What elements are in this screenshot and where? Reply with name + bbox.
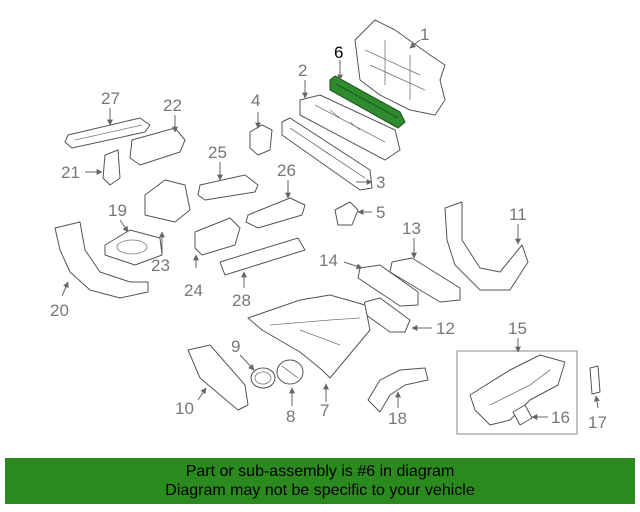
part-11-rear-rail[interactable]	[444, 201, 529, 291]
label-19: 19	[108, 201, 127, 220]
label-20: 20	[50, 301, 69, 320]
label-2: 2	[298, 61, 307, 80]
part-28-bar[interactable]	[219, 237, 306, 276]
part-8-plug[interactable]	[276, 359, 304, 385]
label-21: 21	[61, 163, 80, 182]
part-20-wheelhouse[interactable]	[54, 221, 149, 299]
label-18: 18	[388, 409, 407, 428]
label-27: 27	[101, 89, 120, 108]
part-5-bracket[interactable]	[334, 201, 359, 226]
part-3-cross-member[interactable]	[281, 117, 373, 191]
part-10-bracket[interactable]	[187, 344, 249, 411]
part-9-grommet[interactable]	[250, 367, 276, 389]
label-22: 22	[163, 96, 182, 115]
label-3: 3	[376, 173, 385, 192]
label-28: 28	[232, 291, 251, 310]
label-9: 9	[231, 337, 240, 356]
label-17: 17	[588, 413, 607, 432]
part-24-bracket[interactable]	[194, 217, 241, 256]
part-23-bracket[interactable]	[144, 179, 191, 223]
part-18-arch-liner[interactable]	[367, 367, 429, 413]
label-15: 15	[508, 319, 527, 338]
leader-lines	[61, 39, 600, 420]
label-6-highlighted: 6	[334, 43, 343, 62]
label-13: 13	[402, 219, 421, 238]
part-21-bracket[interactable]	[102, 149, 121, 186]
part-27-bar[interactable]	[64, 117, 151, 149]
label-5: 5	[376, 203, 385, 222]
label-26: 26	[277, 161, 296, 180]
label-23: 23	[151, 256, 170, 275]
part-6-reinforcement-highlighted[interactable]	[329, 75, 406, 129]
label-4: 4	[251, 91, 260, 110]
label-1: 1	[420, 25, 429, 44]
label-8: 8	[286, 407, 295, 426]
label-10: 10	[175, 399, 194, 418]
part-14-rail[interactable]	[357, 264, 419, 307]
part-2-shelf-panel[interactable]	[299, 94, 401, 161]
footer-banner: Part or sub-assembly is #6 in diagram Di…	[5, 458, 635, 504]
label-25: 25	[208, 143, 227, 162]
footer-line-1: Part or sub-assembly is #6 in diagram	[185, 463, 455, 480]
label-16: 16	[551, 408, 570, 427]
label-14: 14	[319, 251, 338, 270]
label-11: 11	[509, 205, 527, 224]
part-17-strip[interactable]	[589, 365, 601, 395]
part-7-floor-panel[interactable]	[247, 294, 371, 379]
label-24: 24	[184, 281, 203, 300]
label-12: 12	[436, 319, 455, 338]
footer-line-2: Diagram may not be specific to your vehi…	[165, 482, 475, 499]
part-1-rear-panel[interactable]	[354, 19, 446, 116]
label-7: 7	[320, 401, 329, 420]
part-25-panel[interactable]	[197, 174, 259, 201]
part-26-panel[interactable]	[245, 197, 306, 229]
callout-numbers: 1 2 3 5 6 4 27 22 21 25 26 19 23 24 28 2…	[50, 25, 607, 432]
parts-diagram: 1 2 3 5 6 4 27 22 21 25 26 19 23 24 28 2…	[50, 19, 607, 435]
part-4-bracket[interactable]	[249, 124, 273, 156]
